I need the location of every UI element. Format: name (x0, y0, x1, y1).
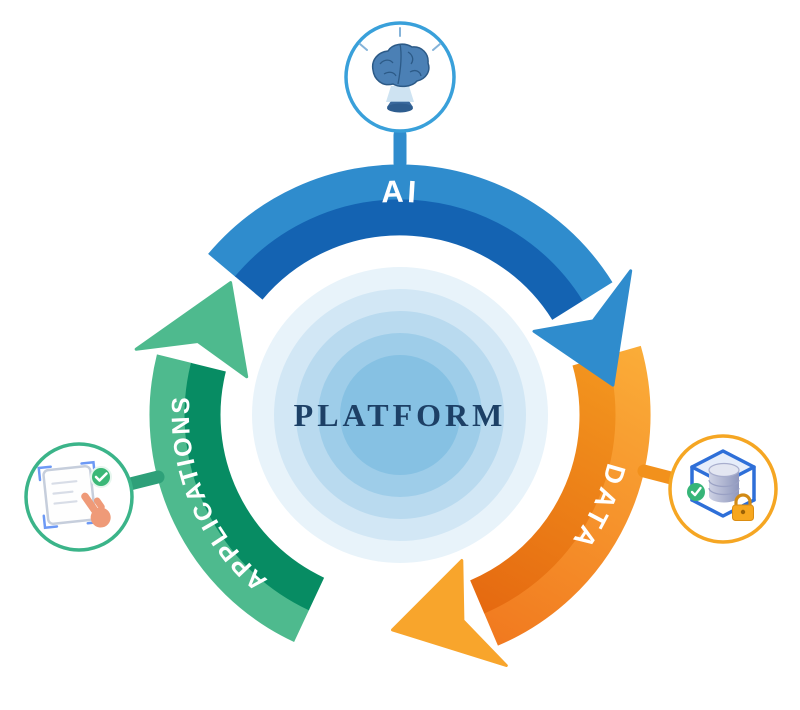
app-screen-lines (51, 480, 78, 505)
hand-finger (81, 492, 99, 514)
scan-corner-brackets (37, 460, 102, 530)
app-screen (37, 460, 102, 530)
brain-rays (359, 27, 441, 51)
data-segment (469, 345, 651, 646)
ai-arrowhead (532, 269, 633, 387)
padlock-shackle (734, 493, 752, 505)
ai-arc-outer (208, 164, 613, 302)
brain-stand-base (387, 103, 413, 113)
database-cylinder (708, 462, 740, 503)
applications-badge-connector (123, 470, 165, 491)
app-check-circle (90, 466, 112, 488)
brain-icon (359, 27, 441, 113)
applications-arrowhead (134, 281, 249, 379)
cylinder-separators (708, 479, 740, 496)
data-badge (668, 434, 778, 544)
database-lock-icon (687, 449, 756, 521)
data-arc-inner (469, 355, 616, 614)
data-badge-connector (637, 464, 678, 485)
brain-midline (397, 43, 402, 85)
ai-label-text: AI (381, 174, 417, 210)
data-arrowhead (391, 559, 508, 667)
app-check-icon (94, 472, 108, 482)
pointing-hand-icon (81, 492, 111, 528)
hand-knuckle (93, 497, 105, 511)
ai-badge (344, 21, 456, 133)
ai-label: AI (381, 174, 420, 210)
ai-arc-inner (234, 199, 583, 320)
touch-app-icon (37, 460, 112, 530)
applications-arc-inner (184, 362, 325, 611)
hand-palm (90, 507, 111, 528)
data-arc-outer (483, 345, 651, 646)
brain-beam (386, 86, 414, 102)
data-check-icon (690, 486, 702, 497)
brain-folds (379, 51, 422, 77)
platform-rings (252, 267, 548, 563)
applications-segment (149, 354, 325, 643)
app-screen-frame (42, 464, 97, 526)
platform-ring-5 (340, 355, 460, 475)
padlock-icon (732, 493, 754, 521)
padlock-keyhole (740, 509, 746, 515)
applications-badge (24, 442, 134, 552)
applications-arc-outer (149, 354, 310, 643)
platform-label: PLATFORM (294, 397, 507, 433)
ai-segment (208, 164, 613, 320)
cylinder-top (708, 462, 740, 478)
